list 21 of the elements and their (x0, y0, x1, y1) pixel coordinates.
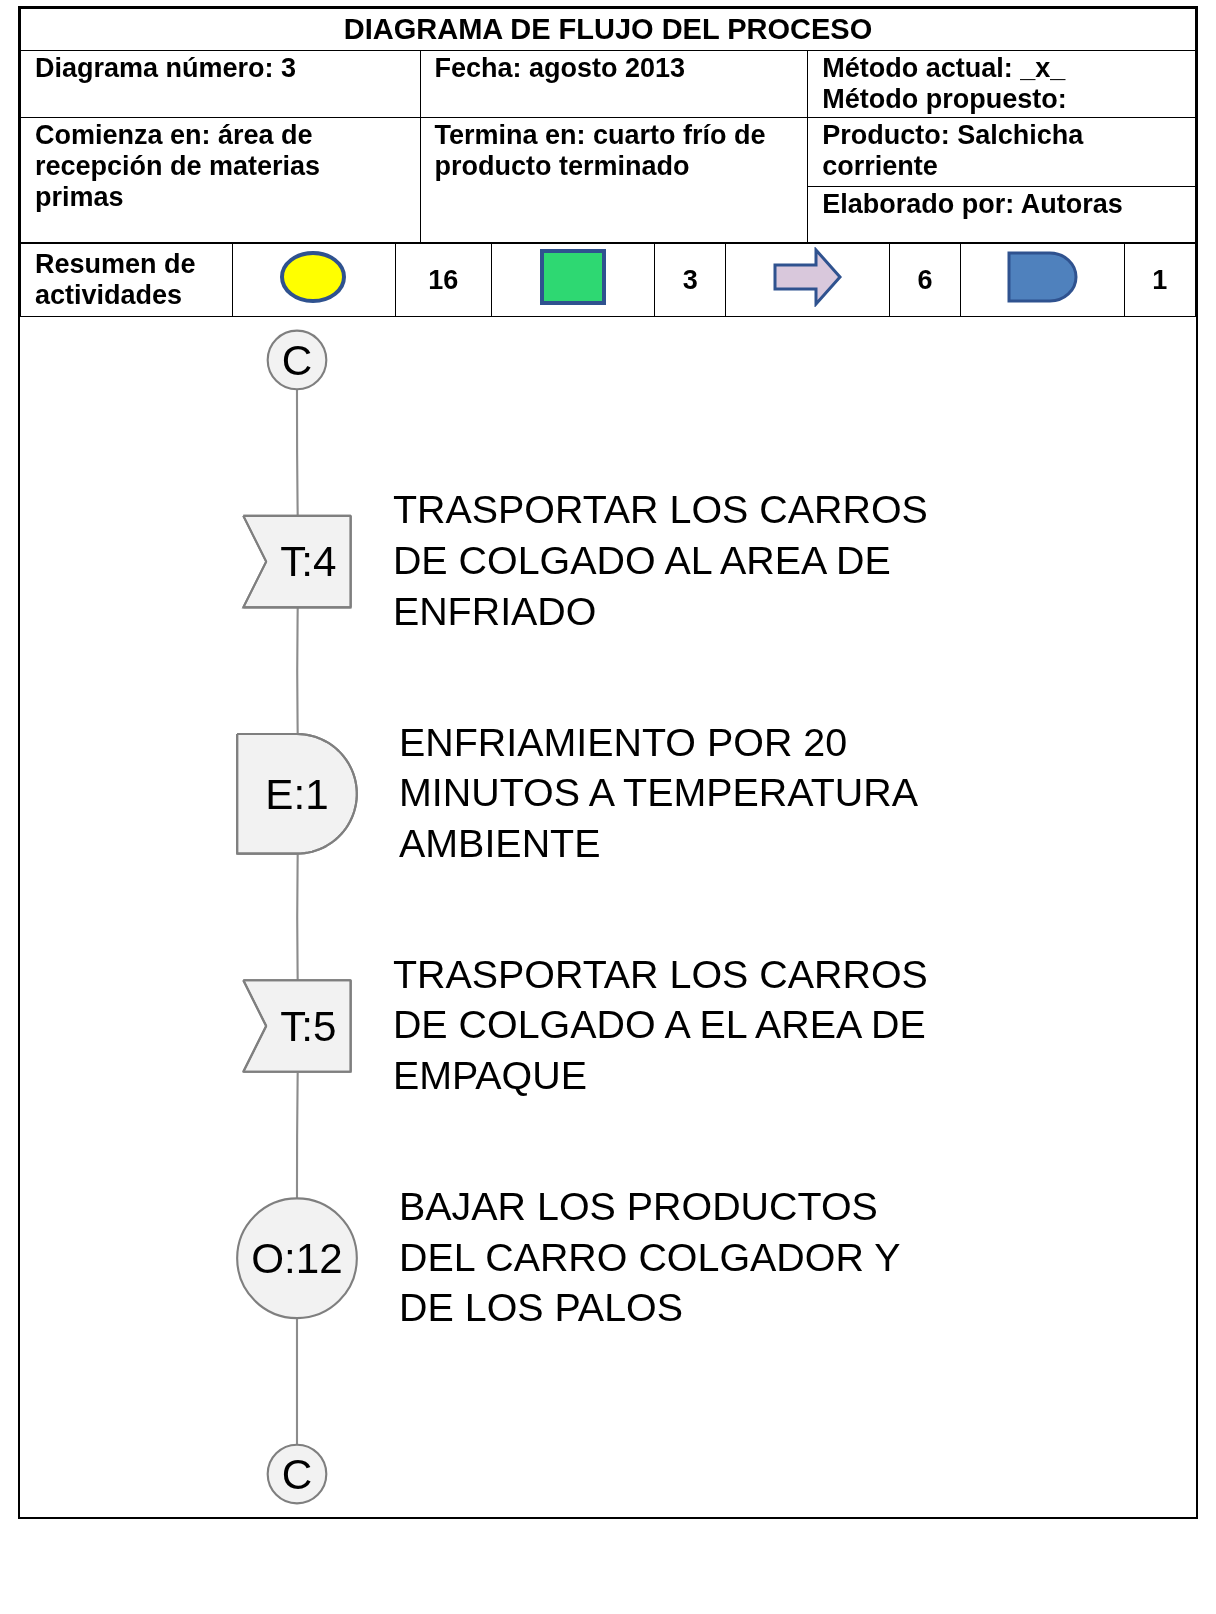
diagram-title: DIAGRAMA DE FLUJO DEL PROCESO (343, 13, 873, 45)
header-field: Método propuesto: (822, 84, 1181, 115)
activity-count: 6 (916, 264, 934, 296)
node-circle: C (266, 1443, 328, 1505)
node-circle: C (266, 329, 328, 391)
node-circle: O:12 (236, 1197, 358, 1320)
activity-count: 1 (1151, 264, 1169, 296)
step-description: ENFRIAMIENTO POR 20 MINUTOS A TEMPERATURA AMBIENTE (399, 718, 918, 868)
step-description: TRASPORTAR LOS CARROS DE COLGADO AL AREA DE ENFRIADO (392, 486, 929, 636)
connector (296, 608, 299, 735)
activity-count: 16 (427, 264, 460, 296)
header-field: Método actual: _x_ (822, 53, 1181, 84)
header-field: Elaborado por: Autoras (808, 186, 1195, 222)
connector (295, 1072, 299, 1199)
step-description: TRASPORTAR LOS CARROS DE COLGADO A EL AREA DE EMPAQUE (392, 951, 929, 1101)
connector (295, 1318, 299, 1445)
activity-count: 3 (681, 264, 699, 296)
summary-heading: Resumen de actividades (35, 249, 197, 311)
connector (296, 854, 299, 981)
header-field: Producto: Salchicha corriente (822, 120, 1181, 182)
step-description: BAJAR LOS PRODUCTOS DEL CARRO COLGADOR Y DE LOS PALOS (399, 1183, 901, 1333)
